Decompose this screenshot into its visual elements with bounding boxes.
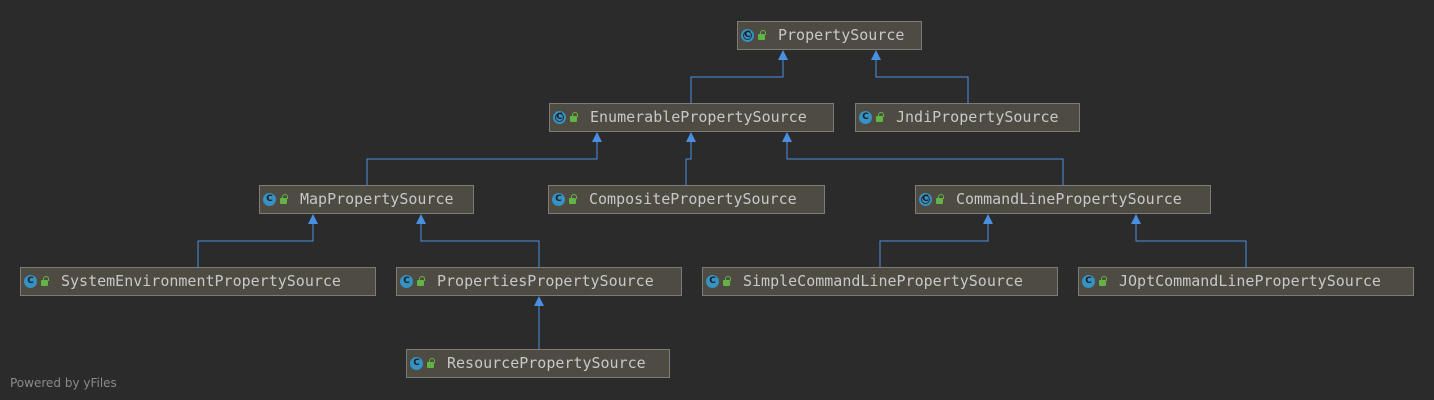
class-icon: C [263,193,276,206]
node-resource-property-source[interactable]: C ResourcePropertySource [406,349,670,378]
edge-line [875,60,969,103]
inheritance-arrow-head [1131,214,1141,224]
class-icon: C [400,275,413,288]
inheritance-arrow-head [983,214,993,224]
node-label: MapPropertySource [300,190,454,208]
node-label: CommandLinePropertySource [956,190,1182,208]
node-label: PropertiesPropertySource [437,272,654,290]
node-icons: C [263,193,293,207]
public-visibility-icon [417,276,425,286]
inheritance-arrow-head [308,214,318,224]
edge-jopt-command-line-property-source [1131,214,1247,267]
node-icons: C [552,193,582,207]
node-composite-property-source[interactable]: C CompositePropertySource [548,185,825,214]
public-visibility-icon [41,276,49,286]
node-label: PropertySource [778,26,905,44]
node-label: JndiPropertySource [896,108,1059,126]
edge-line [690,60,784,103]
node-icons: C [400,275,430,289]
node-map-property-source[interactable]: C MapPropertySource [259,185,474,214]
public-visibility-icon [1099,276,1107,286]
node-command-line-property-source[interactable]: C CommandLinePropertySource [915,185,1211,214]
inheritance-arrow-head [782,132,792,142]
powered-by-footer: Powered by yFiles [10,376,117,390]
public-visibility-icon [569,194,577,204]
public-visibility-icon [427,358,435,368]
node-icons: C [741,29,771,43]
edge-line [685,142,692,185]
public-visibility-icon [876,112,884,122]
node-simple-command-line-property-source[interactable]: C SimpleCommandLinePropertySource [702,267,1058,296]
edge-line [1135,224,1247,267]
node-property-source[interactable]: C PropertySource [737,21,922,50]
class-icon: C [24,275,37,288]
node-label: CompositePropertySource [589,190,797,208]
node-icons: C [859,111,889,125]
edge-line [197,224,314,267]
edge-simple-command-line-property-source [879,214,993,267]
node-properties-property-source[interactable]: C PropertiesPropertySource [396,267,682,296]
edge-line [420,224,540,267]
node-label: EnumerablePropertySource [590,108,807,126]
public-visibility-icon [570,112,578,122]
public-visibility-icon [936,194,944,204]
inheritance-arrow-head [778,50,788,60]
public-visibility-icon [758,30,766,40]
node-label: SimpleCommandLinePropertySource [743,272,1023,290]
abstract-class-icon: C [741,29,754,42]
node-icons: C [1082,275,1112,289]
edge-properties-property-source [416,214,540,267]
inheritance-arrow-head [416,214,426,224]
inheritance-arrow-head [592,132,602,142]
abstract-class-icon: C [919,193,932,206]
edge-line [879,224,989,267]
public-visibility-icon [723,276,731,286]
node-jopt-command-line-property-source[interactable]: C JOptCommandLinePropertySource [1078,267,1414,296]
node-icons: C [410,357,440,371]
node-icons: C [706,275,736,289]
edge-composite-property-source [685,132,696,185]
node-label: ResourcePropertySource [447,354,646,372]
node-jndi-property-source[interactable]: C JndiPropertySource [855,103,1080,132]
edge-map-property-source [366,132,602,185]
edge-enumerable-property-source [690,50,788,103]
class-icon: C [410,357,423,370]
inheritance-arrow-head [686,132,696,142]
edge-jndi-property-source [871,50,969,103]
node-label: SystemEnvironmentPropertySource [61,272,341,290]
edge-line [786,142,1064,185]
edge-line [366,142,598,185]
inheritance-arrow-head [534,296,544,306]
abstract-class-icon: C [553,111,566,124]
edge-system-environment-property-source [197,214,318,267]
class-icon: C [706,275,719,288]
class-icon: C [1082,275,1095,288]
node-icons: C [919,193,949,207]
node-icons: C [553,111,583,125]
node-icons: C [24,275,54,289]
class-icon: C [552,193,565,206]
edge-resource-property-source [534,296,544,349]
edge-command-line-property-source [782,132,1064,185]
inheritance-arrow-head [871,50,881,60]
node-label: JOptCommandLinePropertySource [1119,272,1381,290]
node-enumerable-property-source[interactable]: C EnumerablePropertySource [549,103,834,132]
node-system-environment-property-source[interactable]: C SystemEnvironmentPropertySource [20,267,376,296]
public-visibility-icon [280,194,288,204]
class-icon: C [859,111,872,124]
